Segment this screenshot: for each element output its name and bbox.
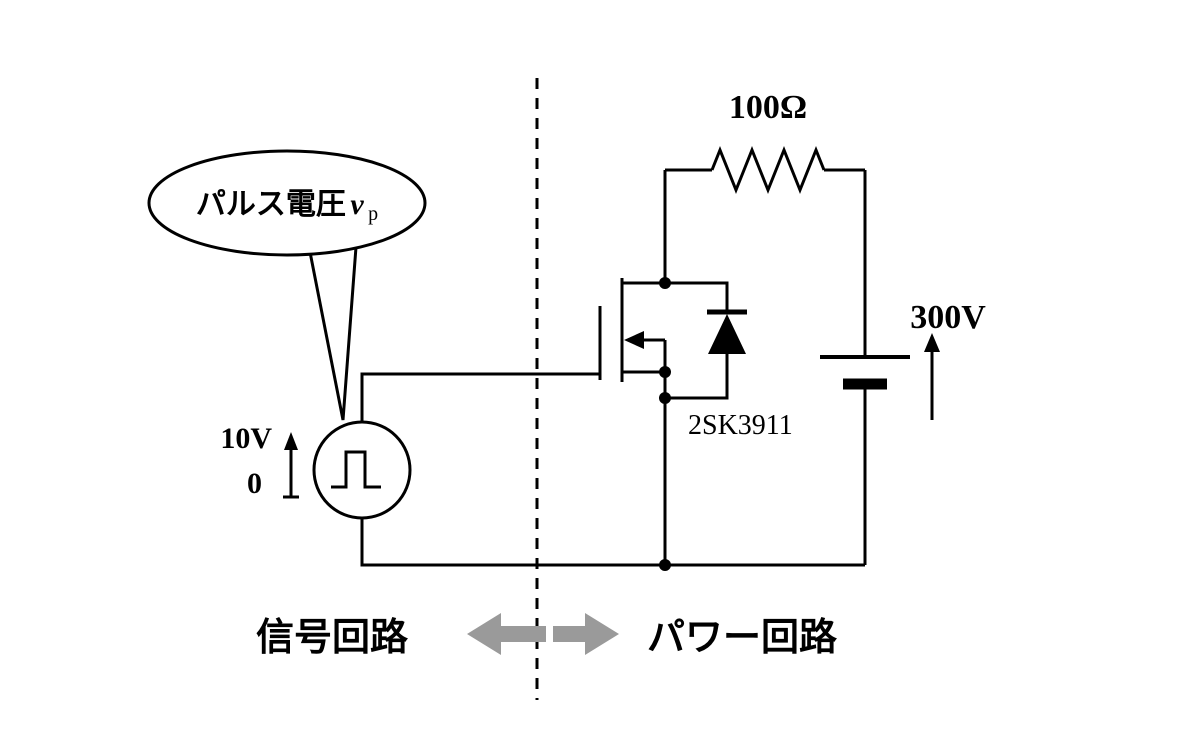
region-arrow-right-icon <box>553 613 619 655</box>
region-arrow-left-icon <box>467 613 546 655</box>
amplitude-arrow-head-icon <box>284 432 298 450</box>
signal-circuit-label: 信号回路 <box>256 615 409 659</box>
pulse-zero-label: 0 <box>247 467 262 500</box>
callout-label: パルス電圧 v p <box>196 187 378 225</box>
callout-label-var: v <box>350 188 364 221</box>
diode-bottom-wire <box>665 352 729 400</box>
mosfet-body-arrow-icon <box>624 331 644 349</box>
diode-top-wire <box>665 281 729 314</box>
resistor-symbol <box>710 145 826 195</box>
bottom-wire <box>360 518 865 567</box>
pulse-source-circle <box>312 420 412 520</box>
junction-dot-source <box>659 366 671 378</box>
diode-triangle-icon <box>708 314 746 354</box>
junction-dot-drain <box>659 277 671 289</box>
callout-label-sub: p <box>368 203 378 225</box>
callout-label-text: パルス電圧 <box>196 187 346 222</box>
supply-arrow-head-icon <box>924 333 940 352</box>
mosfet-part-number-label: 2SK3911 <box>688 410 793 441</box>
resistor-value-label: 100Ω <box>729 89 807 126</box>
junction-dot-diode <box>659 392 671 404</box>
pulse-high-label: 10V <box>220 422 272 455</box>
pulse-waveform-icon <box>331 450 381 489</box>
power-circuit-label: パワー回路 <box>647 615 838 659</box>
gate-wire <box>360 372 600 422</box>
supply-voltage-label: 300V <box>910 299 986 336</box>
callout-tail <box>308 246 358 421</box>
callout-bubble <box>147 149 427 257</box>
